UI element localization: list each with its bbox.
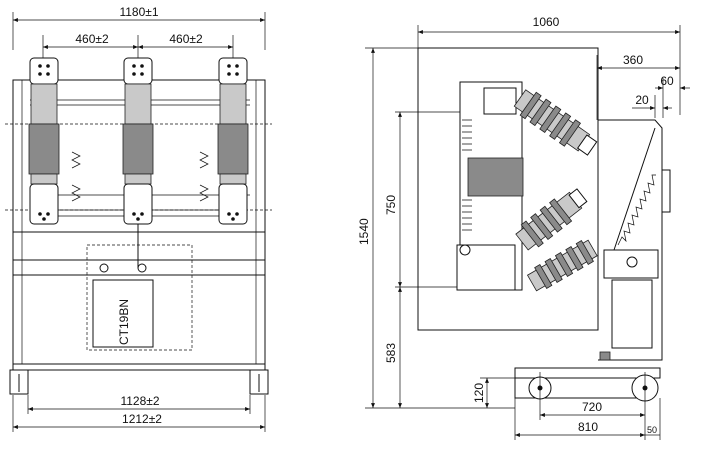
dim-width-overall: 1180±1 (12, 5, 266, 50)
dim-120: 120 (472, 377, 515, 408)
dim-60-label: 60 (660, 74, 674, 88)
dim-720-label: 720 (582, 400, 602, 414)
dim-height-label: 1540 (357, 218, 371, 245)
breaker-body (456, 81, 524, 291)
dim-750: 750 (384, 111, 462, 288)
front-view: 1180±1 460±2 460±2 (5, 5, 272, 432)
dim-360: 360 (596, 53, 680, 120)
dim-810: 810 (514, 398, 645, 440)
dim-360-label: 360 (623, 53, 643, 67)
side-view: 1060 360 60 20 1540 (357, 15, 690, 440)
earthing-spring (613, 127, 656, 251)
rear-frame (598, 119, 671, 361)
pole-middle (122, 57, 154, 225)
dim-720: 720 (540, 400, 645, 417)
dim-50-label: 50 (647, 425, 657, 435)
dim-20: 20 (632, 93, 672, 118)
front-springs (71, 151, 209, 202)
dim-120-label: 120 (472, 383, 486, 403)
dim-phase-spacing: 460±2 460±2 (42, 32, 234, 60)
dim-phase-right-label: 460±2 (169, 32, 203, 46)
dim-depth-label: 1060 (533, 15, 560, 29)
pole-left (28, 57, 60, 225)
dim-60: 60 (655, 74, 690, 118)
dim-583-label: 583 (384, 343, 398, 363)
dim-wheel-track: 1128±2 (27, 394, 251, 414)
dim-height: 1540 (357, 47, 515, 409)
dim-phase-left-label: 460±2 (75, 32, 109, 46)
mechanism-label: CT19BN (117, 299, 131, 345)
trolley (514, 367, 661, 440)
dim-wheel-track-label: 1128±2 (120, 394, 159, 408)
side-panel (417, 47, 599, 331)
dim-base-width: 1212±2 (12, 395, 266, 432)
lower-insulator (515, 188, 598, 292)
dim-750-label: 750 (384, 195, 398, 215)
dim-base-width-label: 1212±2 (122, 412, 162, 426)
upper-insulator (513, 89, 598, 156)
pole-right (217, 57, 249, 225)
dim-20-label: 20 (635, 93, 649, 107)
mechanism-box: CT19BN (86, 224, 193, 351)
dim-width-overall-label: 1180±1 (119, 5, 158, 19)
front-wheels (9, 369, 269, 395)
dim-810-label: 810 (578, 420, 598, 434)
dim-583: 583 (384, 287, 402, 408)
dim-50: 50 (645, 398, 661, 440)
